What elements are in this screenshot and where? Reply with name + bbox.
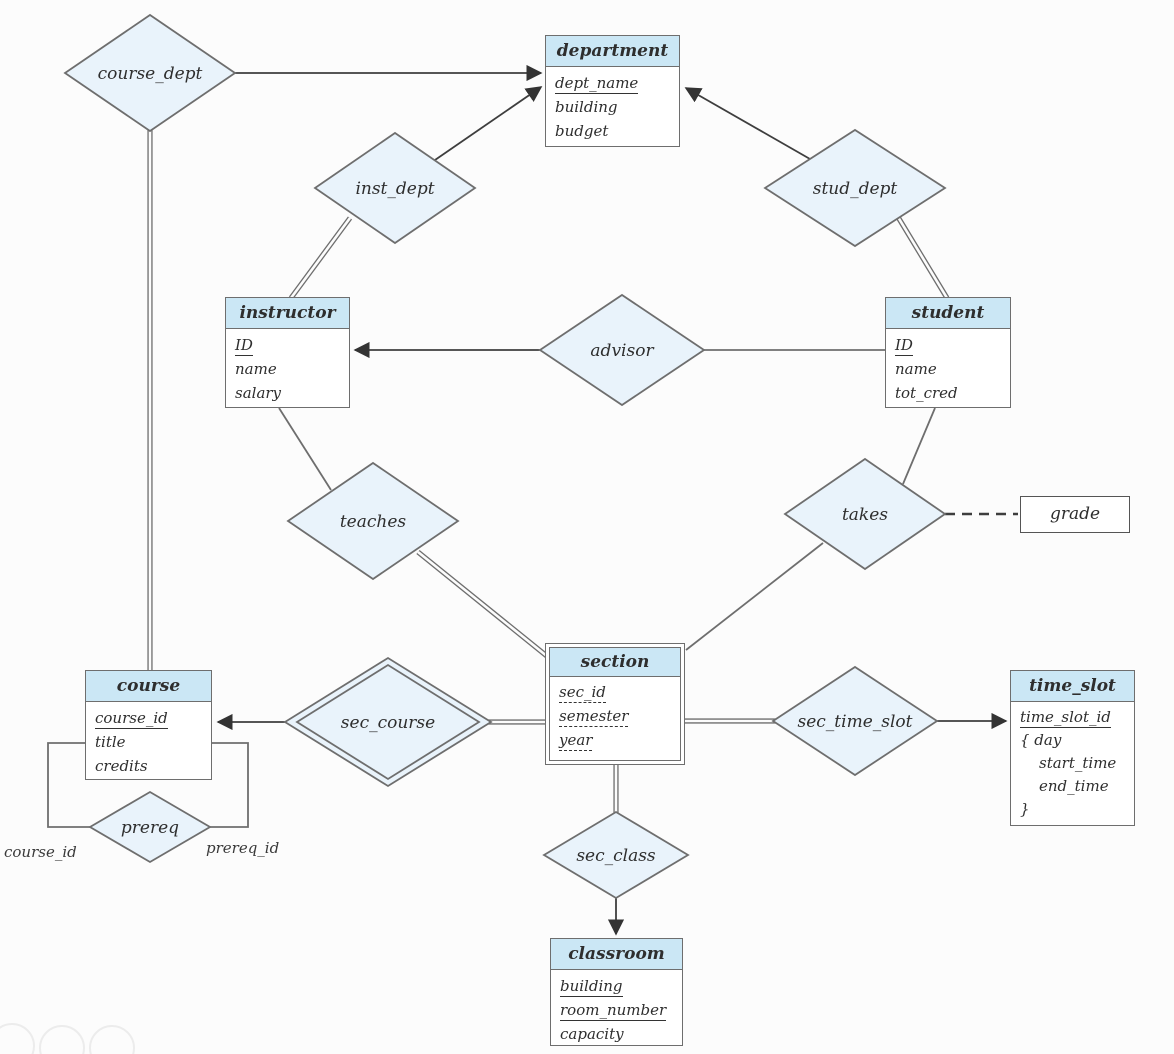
watermark-artifact	[89, 1025, 135, 1054]
entity-time_slot: time_slot time_slot_id { day start_time …	[1010, 670, 1135, 826]
attribute-sec_id: sec_id	[559, 683, 606, 703]
attribute-room_number: room_number	[560, 1001, 667, 1021]
line-takes-section	[685, 542, 824, 651]
attribute-close-brace: }	[1020, 800, 1030, 818]
attribute-id: ID	[895, 336, 913, 356]
line-stud_dept-department-arrow	[684, 87, 811, 160]
attribute-credits: credits	[95, 757, 148, 775]
entity-title-student: student	[886, 298, 1010, 329]
entity-title-section: section	[550, 648, 680, 677]
entity-classroom: classroom building room_number capacity	[550, 938, 683, 1046]
line-course-prereq-left-role	[47, 742, 92, 828]
relationship-label-teaches: teaches	[340, 512, 407, 532]
attribute-start_time: start_time	[1039, 754, 1117, 772]
relationship-takes-diamond	[783, 457, 947, 571]
relationship-label-inst_dept: inst_dept	[355, 179, 434, 199]
attribute-name: name	[895, 360, 937, 378]
relationship-advisor-diamond	[538, 293, 706, 407]
relationship-label-stud_dept: stud_dept	[813, 179, 898, 199]
attribute-building: building	[555, 98, 618, 116]
relationship-inst_dept-diamond	[313, 131, 477, 245]
relationship-teaches-diamond	[286, 461, 460, 581]
attribute-name: name	[235, 360, 277, 378]
entity-student: student ID name tot_cred	[885, 297, 1011, 408]
entity-title-classroom: classroom	[551, 939, 682, 970]
role-label-prereq_id: prereq_id	[206, 839, 280, 857]
line-instructor-teaches	[278, 407, 332, 491]
entity-title-time_slot: time_slot	[1011, 671, 1134, 702]
watermark-artifact	[39, 1025, 85, 1054]
attribute-time_slot_id: time_slot_id	[1020, 708, 1111, 728]
relationship-label-advisor: advisor	[590, 341, 654, 361]
attribute-title: title	[95, 733, 126, 751]
role-label-course_id: course_id	[4, 843, 77, 861]
attribute-semester: semester	[559, 707, 629, 727]
relationship-label-sec_class: sec_class	[576, 846, 656, 866]
relationship-label-sec_course: sec_course	[341, 713, 435, 733]
attribute-day-open-brace: { day	[1020, 731, 1062, 749]
relationship-prereq-diamond	[88, 790, 212, 864]
relationship-sec_time_slot-diamond	[771, 665, 939, 777]
relationship-stud_dept-diamond	[763, 128, 947, 248]
relationship-label-sec_time_slot: sec_time_slot	[798, 712, 913, 732]
relationship-sec_class-diamond	[542, 810, 690, 900]
attribute-budget: budget	[555, 122, 609, 140]
line-course-prereq-right-role	[208, 742, 249, 828]
attribute-salary: salary	[235, 384, 282, 402]
relationship-sec_course-diamond-inner	[295, 663, 481, 781]
relationship-label-prereq: prereq	[121, 818, 179, 838]
attribute-id: ID	[235, 336, 253, 356]
line-student-takes	[902, 407, 936, 485]
relationship-course_dept-diamond	[63, 13, 237, 133]
attribute-year: year	[559, 731, 593, 751]
attribute-tot_cred: tot_cred	[895, 384, 958, 402]
line-inst_dept-department-arrow	[434, 86, 543, 161]
watermark-artifact	[0, 1023, 35, 1054]
entity-course: course course_id title credits	[85, 670, 212, 780]
entity-section-weak: section sec_id semester year	[545, 643, 685, 765]
attribute-course_id: course_id	[95, 709, 168, 729]
relationship-label-course_dept: course_dept	[98, 64, 203, 84]
attribute-building: building	[560, 977, 623, 997]
entity-title-course: course	[86, 671, 211, 702]
attribute-box-grade: grade	[1020, 496, 1130, 533]
relationship-label-takes: takes	[842, 505, 888, 525]
attribute-end_time: end_time	[1039, 777, 1109, 795]
entity-department: department dept_name building budget	[545, 35, 680, 147]
entity-instructor: instructor ID name salary	[225, 297, 350, 408]
attribute-capacity: capacity	[560, 1025, 624, 1043]
attribute-dept_name: dept_name	[555, 74, 639, 94]
entity-title-instructor: instructor	[226, 298, 349, 329]
entity-title-department: department	[546, 36, 679, 67]
